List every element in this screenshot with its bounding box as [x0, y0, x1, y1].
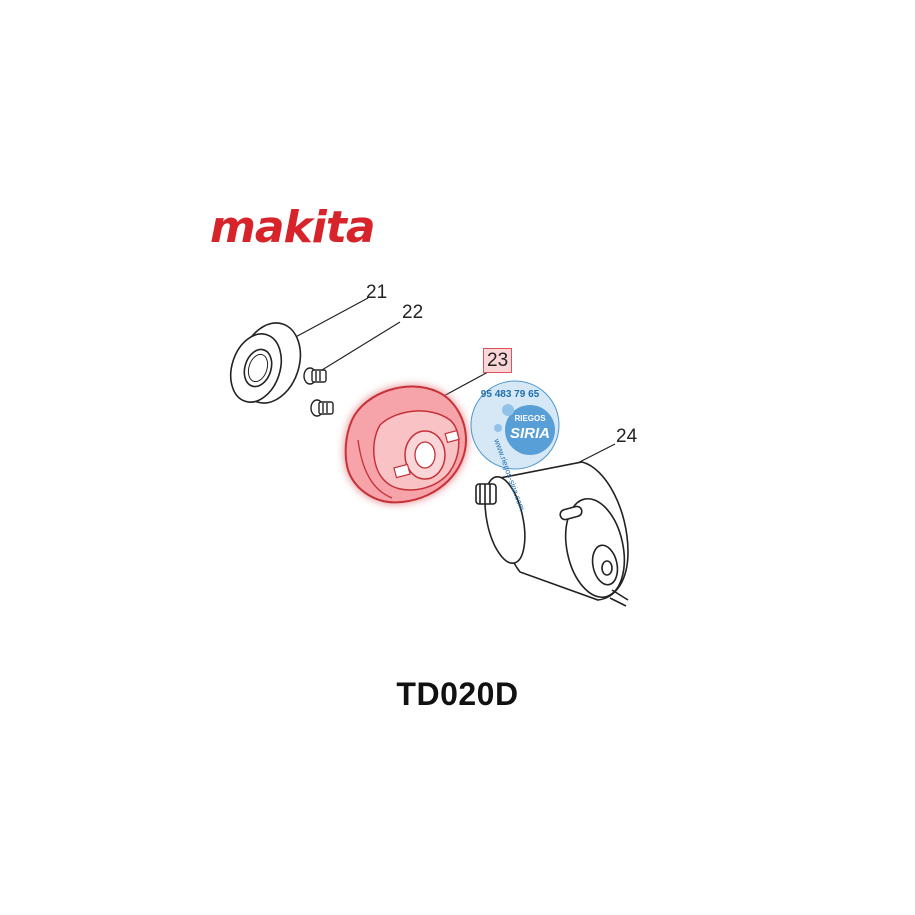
watermark-stamp	[470, 380, 560, 470]
callout-21: 21	[366, 282, 388, 303]
watermark-brand-main: SIRIA	[510, 425, 550, 442]
watermark-brand-top: RIEGOS	[514, 414, 546, 423]
callout-23: 23	[482, 348, 513, 373]
leader-line-23	[439, 371, 489, 399]
part-24-dc-motor	[475, 461, 629, 607]
callout-24: 24	[616, 426, 638, 447]
leader-line-22	[321, 321, 401, 371]
makita-logo: makita	[210, 202, 376, 253]
model-number: TD020D	[396, 676, 519, 712]
watermark-phone: 95 483 79 65	[481, 389, 540, 400]
part-21-bearing	[229, 322, 302, 404]
leader-line-21	[289, 297, 369, 341]
callout-22: 22	[402, 302, 424, 323]
part-23-housing-end	[344, 385, 468, 504]
part-22-screw	[303, 367, 334, 417]
